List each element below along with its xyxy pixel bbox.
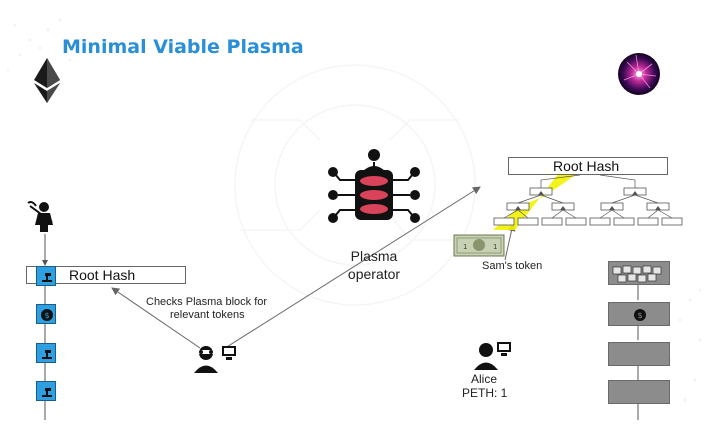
right-root-hash-bar: Root Hash [508, 157, 668, 175]
chain-block-3 [36, 343, 56, 363]
chain-block-4 [36, 381, 56, 401]
operator-label-line1: Plasma [350, 248, 398, 264]
slide-title: Minimal Viable Plasma [62, 36, 304, 58]
alice-name: Alice [471, 372, 498, 386]
right-root-hash-label: Root Hash [553, 158, 620, 174]
token-tiles-icon [612, 265, 662, 283]
hammer-icon [42, 388, 52, 397]
svg-text:$: $ [44, 311, 49, 320]
svg-text:$: $ [637, 311, 642, 320]
hammer-icon [42, 350, 52, 359]
watcher-note-line2: relevant tokens [170, 309, 245, 321]
svg-text:1: 1 [493, 243, 497, 251]
alice-balance: PETH: 1 [462, 386, 508, 400]
coin-icon: $ [634, 309, 646, 321]
watcher-note-line1: Checks Plasma block for [146, 296, 268, 308]
hammer-icon [42, 273, 52, 282]
sams-token-label: Sam's token [482, 260, 543, 272]
chain-block-2: $ [36, 304, 56, 324]
svg-text:1: 1 [463, 243, 467, 251]
operator-label-line2: operator [347, 266, 401, 282]
right-block-3 [608, 342, 670, 366]
right-block-1 [608, 261, 670, 285]
chain-block-1 [36, 266, 56, 286]
coin-icon: $ [41, 309, 53, 321]
right-block-2: $ [608, 302, 670, 326]
left-root-hash-label: Root Hash [69, 267, 136, 283]
left-root-hash-bar: Root Hash [26, 266, 186, 284]
right-block-4 [608, 380, 670, 404]
